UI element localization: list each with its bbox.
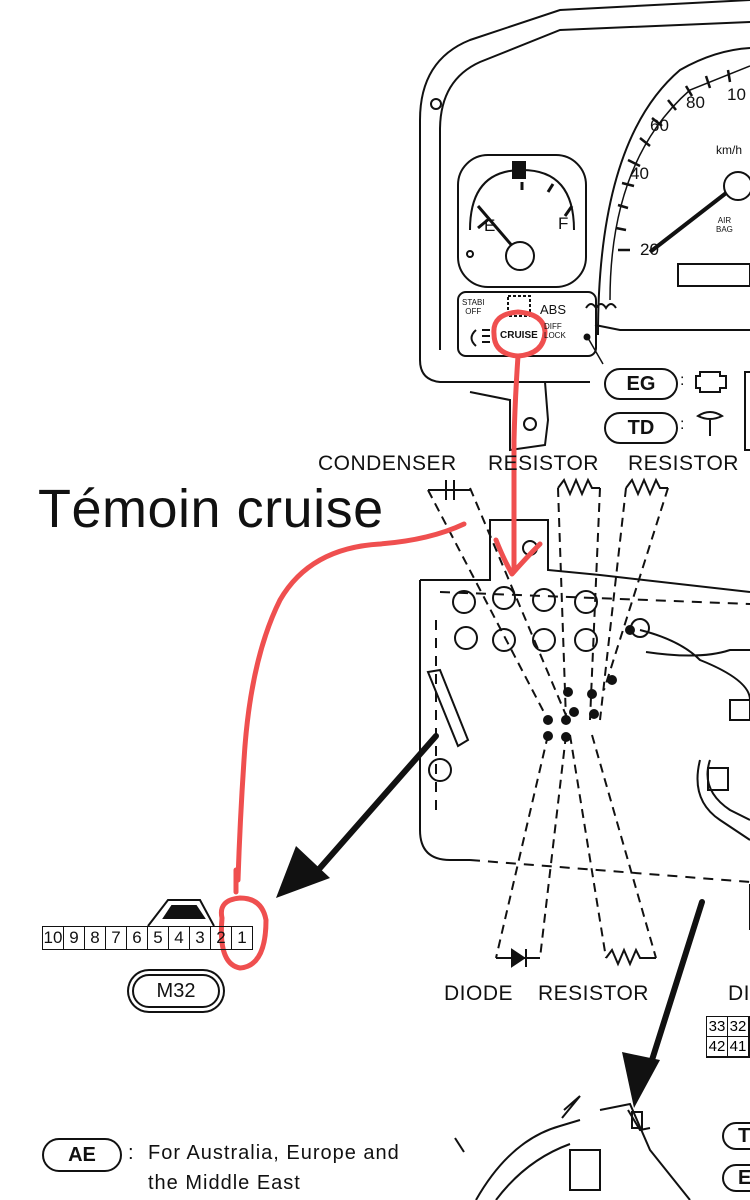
meter-housing	[419, 0, 750, 452]
abs-indicator: ABS	[540, 302, 567, 317]
diff-line1: DIFF	[544, 322, 562, 331]
stabi-line2: OFF	[465, 307, 482, 316]
resistor-label-2: RESISTOR	[628, 452, 739, 475]
circuit-lines	[427, 487, 669, 959]
fuel-empty-label: E	[484, 216, 496, 235]
speed-tick-20: 20	[640, 240, 659, 259]
m32-connector-latch	[147, 899, 215, 927]
m32-pin: 7	[106, 927, 127, 949]
right-connector-cell: 42	[707, 1037, 728, 1057]
speed-unit: km/h	[716, 143, 743, 157]
circuit-board	[419, 519, 750, 930]
right-connector-cell: 32	[728, 1017, 749, 1037]
resistor-symbol-3	[605, 947, 656, 967]
m32-pin: 1	[237, 928, 247, 947]
diode-label: DIODE	[444, 982, 514, 1005]
m32-pin: 4	[169, 927, 190, 949]
stabi-line1: STABI	[462, 298, 485, 307]
diode-symbol	[511, 948, 526, 968]
diff-line2: LOCK	[544, 331, 566, 340]
resistor-symbol-2	[625, 477, 668, 497]
right-connector-cell: 41	[728, 1037, 749, 1057]
di-label-partial: DI	[728, 982, 750, 1005]
speed-tick-100: 10	[727, 85, 746, 104]
annotation-lead-line	[235, 521, 467, 883]
legend-separator: :	[128, 1142, 135, 1164]
pin-3-circle	[218, 895, 269, 971]
fuel-gauge	[457, 154, 587, 288]
legend-line1: For Australia, Europe and	[148, 1142, 400, 1164]
m32-pin: 8	[85, 927, 106, 949]
cruise-indicator: CRUISE	[500, 330, 538, 341]
m32-connector: 10 9 8 7 6 5 4 3 2 1	[42, 926, 253, 950]
m32-connector-label: M32	[132, 974, 220, 1008]
condenser-label: CONDENSER	[318, 452, 457, 475]
m32-pin: 6	[127, 927, 148, 949]
ae-badge: AE	[42, 1138, 122, 1172]
junction-dots	[543, 625, 635, 742]
bottom-plug	[454, 1095, 691, 1200]
speed-tick-80: 80	[686, 93, 705, 112]
cruise-lamp-circle	[491, 309, 548, 359]
speedometer	[597, 47, 750, 336]
red-annotation	[218, 309, 548, 971]
m32-pin: 5	[148, 927, 169, 949]
right-connector-grid: 33 32 42 41	[706, 1016, 750, 1058]
td-badge: TD	[604, 412, 678, 444]
legend-line2: the Middle East	[148, 1172, 301, 1194]
cruise-lamp-line	[511, 353, 521, 571]
fuel-full-label: F	[558, 214, 569, 233]
right-connector-cell: 33	[707, 1017, 728, 1037]
td-separator: :	[680, 416, 685, 433]
warning-icons	[695, 371, 750, 451]
resistor-symbol-1	[557, 477, 600, 497]
airbag-line1: AIR	[717, 216, 732, 225]
cruise-arrowhead	[493, 537, 543, 577]
component-symbols	[428, 477, 668, 968]
speed-tick-60: 60	[650, 116, 669, 135]
eg-badge: EG	[604, 368, 678, 400]
annotation-temoin-cruise: Témoin cruise	[38, 479, 384, 539]
right-edge-pill-e: E	[722, 1164, 750, 1192]
speed-tick-40: 40	[630, 164, 649, 183]
pointer-arrows	[276, 733, 705, 1108]
temperature-icon	[696, 411, 724, 420]
m32-pin: 10	[43, 927, 64, 949]
m32-pin: 2	[211, 927, 232, 949]
diff-lock-indicator: DIFF LOCK	[544, 322, 566, 340]
airbag-label: AIR BAG	[716, 216, 733, 234]
engine-check-icon	[695, 371, 727, 393]
m32-pin: 3	[190, 927, 211, 949]
resistor-label-1: RESISTOR	[488, 452, 599, 475]
airbag-line2: BAG	[716, 225, 733, 234]
stabi-off-indicator: STABI OFF	[462, 298, 485, 316]
eg-separator: :	[680, 372, 685, 389]
resistor-label-3: RESISTOR	[538, 982, 649, 1005]
m32-pin: 9	[64, 927, 85, 949]
right-edge-pill-t: T	[722, 1122, 750, 1150]
